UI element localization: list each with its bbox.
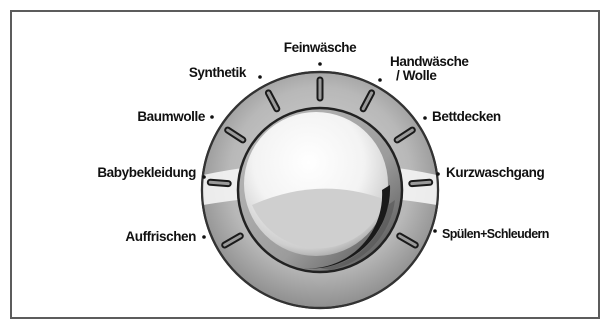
- program-label: Handwäsche: [390, 54, 469, 69]
- program-dot: [258, 75, 262, 79]
- program-feinwaesche: Feinwäsche: [284, 40, 357, 66]
- program-label: Bettdecken: [432, 109, 501, 124]
- program-dot: [202, 235, 206, 239]
- program-dot: [433, 229, 437, 233]
- program-label: Babybekleidung: [97, 165, 196, 180]
- program-kurzwaschgang: Kurzwaschgang: [436, 165, 544, 180]
- program-label: Feinwäsche: [284, 40, 357, 55]
- program-babybekleidung: Babybekleidung: [97, 165, 205, 180]
- program-dot: [318, 62, 322, 66]
- program-label: Auffrischen: [125, 229, 196, 244]
- program-bettdecken: Bettdecken: [423, 109, 501, 124]
- program-handwaesche: Handwäsche/ Wolle: [378, 54, 469, 83]
- program-synthetik: Synthetik: [189, 65, 262, 80]
- program-label: Baumwolle: [137, 109, 206, 124]
- program-dot: [202, 175, 206, 179]
- program-baumwolle: Baumwolle: [137, 109, 213, 124]
- program-dot: [436, 172, 440, 176]
- program-dot: [210, 115, 214, 119]
- program-label: Synthetik: [189, 65, 247, 80]
- program-label-line2: / Wolle: [396, 68, 437, 83]
- program-label: Kurzwaschgang: [446, 165, 544, 180]
- program-label: Spülen+Schleudern: [442, 227, 549, 241]
- program-auffrischen: Auffrischen: [125, 229, 205, 244]
- program-dot: [378, 78, 382, 82]
- program-spuelen: Spülen+Schleudern: [433, 227, 549, 241]
- program-dot: [423, 116, 427, 120]
- marker-highlight: [210, 182, 228, 183]
- marker-highlight: [412, 182, 430, 183]
